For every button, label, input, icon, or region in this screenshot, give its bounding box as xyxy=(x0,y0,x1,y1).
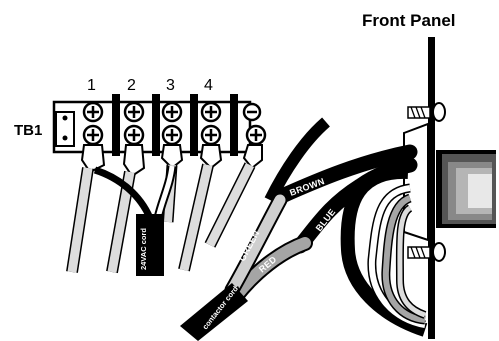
white-wire xyxy=(368,185,426,328)
panel-screw-top xyxy=(407,102,446,122)
terminal-number-3: 3 xyxy=(166,77,175,94)
tb1-label: TB1 xyxy=(14,122,42,139)
front-panel-title: Front Panel xyxy=(362,11,456,30)
terminal-block xyxy=(52,94,267,156)
black-wire xyxy=(264,117,330,203)
light-wire xyxy=(397,205,426,318)
brown-wire xyxy=(274,144,418,204)
wire-lugs xyxy=(80,144,263,178)
red-wire xyxy=(230,237,311,302)
panel-screw-bottom xyxy=(407,242,446,262)
gray-wire xyxy=(382,195,426,323)
front-panel-plate xyxy=(428,37,435,339)
power-cord: 24VAC cord xyxy=(136,214,164,276)
green-wire xyxy=(226,194,286,296)
blue-wire xyxy=(292,157,418,254)
contactor-cord: contactor cord xyxy=(180,283,248,341)
power-cord-label: 24VAC cord xyxy=(139,228,148,270)
tb1-power-wires xyxy=(93,165,177,220)
terminal-number-4: 4 xyxy=(204,77,213,94)
panel-connector xyxy=(403,122,496,242)
terminal-number-2: 2 xyxy=(127,77,136,94)
terminal-number-1: 1 xyxy=(87,77,96,94)
